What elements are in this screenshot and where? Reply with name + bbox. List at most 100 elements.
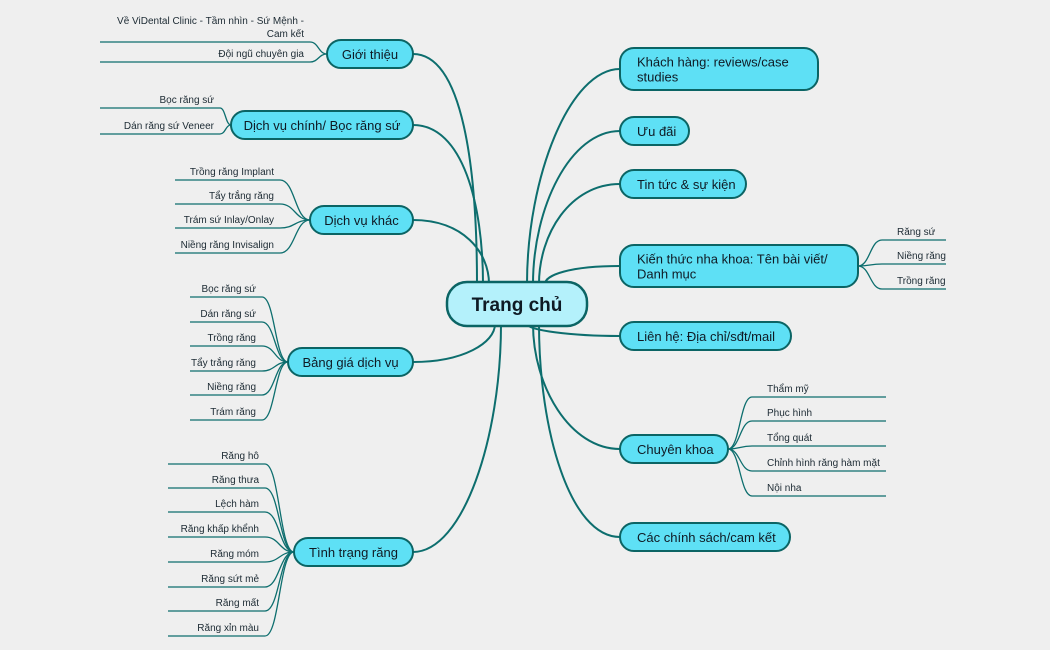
leaf-label: Trám sứ Inlay/Onlay xyxy=(184,215,274,226)
sub-connector xyxy=(175,219,311,254)
leaf-label: Tổng quát xyxy=(767,432,812,444)
topic-label: Khách hàng: reviews/case xyxy=(637,55,789,70)
topic-box xyxy=(287,347,414,377)
leaf-label: Lệch hàm xyxy=(215,499,259,510)
sub-connector xyxy=(168,511,295,553)
leaf-label: Răng mất xyxy=(216,597,260,609)
topic-label: Bảng giá dịch vụ xyxy=(302,355,398,370)
topic-lien-he-dia-chi-sdt-mail[interactable]: Liên hệ: Địa chỉ/sđt/mail xyxy=(619,321,792,351)
sub-connector xyxy=(168,536,295,553)
sub-connector xyxy=(100,41,328,55)
topic-box xyxy=(619,321,792,351)
sub-connector xyxy=(190,296,289,363)
topic-tinh-trang-rang[interactable]: Tình trạng răng xyxy=(293,537,414,567)
connector-gioi-thieu xyxy=(412,53,478,285)
sub-connector xyxy=(175,179,311,221)
leaf-label: Răng móm xyxy=(210,549,259,560)
topic-label: Danh mục xyxy=(637,267,697,282)
leaf-label: Cam kết xyxy=(267,28,304,40)
leaf-label: Trồng răng Implant xyxy=(190,166,274,178)
topic-dich-vu-khac[interactable]: Dịch vụ khác xyxy=(309,205,414,235)
sub-connector xyxy=(857,263,946,267)
leaf-label: Phục hình xyxy=(767,408,812,419)
sub-connector xyxy=(190,321,289,363)
leaf-label: Tẩy trắng răng xyxy=(209,189,274,202)
topic-bang-gia-dich-vu[interactable]: Bảng giá dịch vụ xyxy=(287,347,414,377)
leaf-label: Về ViDental Clinic - Tầm nhìn - Sứ Mệnh … xyxy=(117,15,304,27)
topic-box xyxy=(619,522,791,552)
leaf-label: Răng thưa xyxy=(212,475,260,486)
leaf-label: Răng sứ xyxy=(897,227,936,238)
leaf-label: Trồng răng xyxy=(897,275,946,287)
leaf-label: Răng hô xyxy=(221,451,259,462)
connector-tin-tuc-su-kien xyxy=(538,183,621,285)
topic-box xyxy=(309,205,414,235)
topic-box xyxy=(619,169,747,199)
sub-connector xyxy=(100,124,232,135)
leaf-group-gioi-thieu: Về ViDental Clinic - Tầm nhìn - Sứ Mệnh … xyxy=(117,15,304,60)
root-box xyxy=(445,280,589,328)
leaf-label: Trám răng xyxy=(210,407,256,418)
leaf-label: Tẩy trắng răng xyxy=(191,356,256,369)
topic-label: Chuyên khoa xyxy=(637,442,714,457)
topic-label: Dịch vụ khác xyxy=(324,213,399,228)
topic-dich-vu-chinh-boc-rang-su[interactable]: Dịch vụ chính/ Bọc răng sứ xyxy=(230,110,414,140)
leaf-label: Dán răng sứ xyxy=(200,309,256,320)
sub-connector xyxy=(175,203,311,221)
sub-connector xyxy=(100,107,232,126)
connector-chuyen-khoa xyxy=(532,323,621,450)
connector-tinh-trang-rang xyxy=(412,323,502,553)
sub-connector xyxy=(727,420,886,450)
sub-connector xyxy=(168,463,295,553)
topic-box xyxy=(326,39,414,69)
leaf-label: Niềng răng xyxy=(897,250,946,262)
sub-connector xyxy=(100,53,328,63)
topic-label: Các chính sách/cam kết xyxy=(637,530,776,545)
leaf-label: Trồng răng xyxy=(207,332,256,344)
leaf-label: Răng khấp khểnh xyxy=(181,523,259,535)
topic-label: studies xyxy=(637,70,679,85)
leaf-label: Đội ngũ chuyên gia xyxy=(218,49,304,60)
leaf-label: Chỉnh hình răng hàm mặt xyxy=(767,457,880,469)
topic-chuyen-khoa[interactable]: Chuyên khoa xyxy=(619,434,729,464)
leaf-label: Niềng răng xyxy=(207,381,256,393)
sub-connector xyxy=(168,487,295,553)
leaf-label: Bọc răng sứ xyxy=(202,284,257,295)
topic-label: Ưu đãi xyxy=(637,124,676,139)
topic-label: Liên hệ: Địa chỉ/sđt/mail xyxy=(637,329,775,344)
connector-uu-dai xyxy=(532,130,621,285)
sub-connector xyxy=(727,396,886,450)
leaf-label: Răng sứt mẻ xyxy=(201,574,259,585)
topic-label: Tình trạng răng xyxy=(309,545,398,560)
topic-tin-tuc-su-kien[interactable]: Tin tức & sự kiện xyxy=(619,169,747,199)
topic-label: Giới thiệu xyxy=(342,47,398,62)
connector-dich-vu-chinh-boc-rang-su xyxy=(412,124,484,285)
mind-map-edges xyxy=(100,41,946,637)
mind-map-nodes: Giới thiệu Về ViDental Clinic - Tầm nhìn … xyxy=(117,15,946,634)
topic-kien-thuc-nha-khoa-ten-bai-viet-danh-muc[interactable]: Kiến thức nha khoa: Tên bài viết/Danh mụ… xyxy=(619,244,859,288)
sub-connector xyxy=(190,361,289,421)
root-node[interactable]: Trang chủ xyxy=(445,280,589,328)
connector-bang-gia-dich-vu xyxy=(412,323,496,363)
connector-cac-chinh-sach-cam-ket xyxy=(538,323,621,538)
topic-label: Dịch vụ chính/ Bọc răng sứ xyxy=(244,118,401,133)
topic-box xyxy=(230,110,414,140)
topic-label: Kiến thức nha khoa: Tên bài viết/ xyxy=(637,252,828,267)
sub-connector xyxy=(168,551,295,637)
topic-gioi-thieu[interactable]: Giới thiệu xyxy=(326,39,414,69)
sub-connector xyxy=(857,239,946,267)
sub-connector xyxy=(727,448,886,497)
topic-cac-chinh-sach-cam-ket[interactable]: Các chính sách/cam kết xyxy=(619,522,791,552)
leaf-label: Dán răng sứ Veneer xyxy=(124,121,215,132)
sub-connector xyxy=(727,445,886,450)
topic-uu-dai[interactable]: Ưu đãi xyxy=(619,116,690,146)
topic-box xyxy=(619,434,729,464)
topic-box xyxy=(293,537,414,567)
